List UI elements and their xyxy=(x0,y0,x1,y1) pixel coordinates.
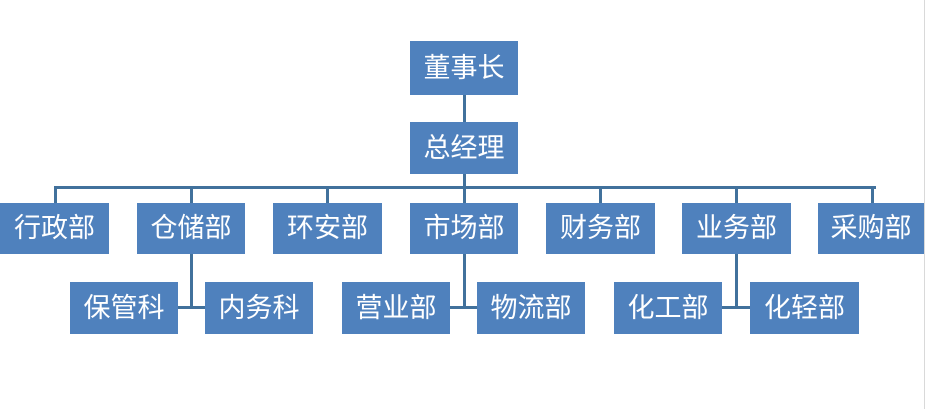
connector-drop-safety xyxy=(326,186,329,203)
node-chairman: 董事长 xyxy=(410,41,518,95)
node-sub-light-chemical: 化轻部 xyxy=(750,282,859,334)
connector-drop-warehouse xyxy=(190,186,193,203)
connector-drop-business xyxy=(735,186,738,203)
connector-drop-admin xyxy=(54,186,57,203)
node-sub-internal: 内务科 xyxy=(205,282,313,334)
connector-business-sub-horizontal xyxy=(722,306,750,309)
connector-business-sub-vertical xyxy=(735,254,738,309)
connector-market-sub-horizontal xyxy=(450,306,477,309)
connector-chairman-gm xyxy=(463,95,466,122)
node-dept-purchasing: 采购部 xyxy=(818,203,924,254)
connector-drop-market xyxy=(463,186,466,203)
connector-drop-purchasing xyxy=(871,186,874,203)
connector-warehouse-sub-vertical xyxy=(190,254,193,309)
node-sub-custody: 保管科 xyxy=(70,282,178,334)
connector-market-sub-vertical xyxy=(463,254,466,309)
node-sub-sales: 营业部 xyxy=(342,282,450,334)
node-dept-business: 业务部 xyxy=(682,203,791,254)
connector-drop-finance xyxy=(599,186,602,203)
node-dept-warehouse: 仓储部 xyxy=(137,203,245,254)
window-edge-line xyxy=(924,0,925,409)
node-sub-logistics: 物流部 xyxy=(477,282,585,334)
node-general-manager: 总经理 xyxy=(410,122,518,174)
node-sub-chemical: 化工部 xyxy=(614,282,722,334)
node-dept-finance: 财务部 xyxy=(546,203,655,254)
connector-gm-trunk xyxy=(463,174,466,189)
node-dept-safety: 环安部 xyxy=(273,203,382,254)
node-dept-market: 市场部 xyxy=(410,203,518,254)
connector-warehouse-sub-horizontal xyxy=(178,306,205,309)
node-dept-admin: 行政部 xyxy=(0,203,109,254)
